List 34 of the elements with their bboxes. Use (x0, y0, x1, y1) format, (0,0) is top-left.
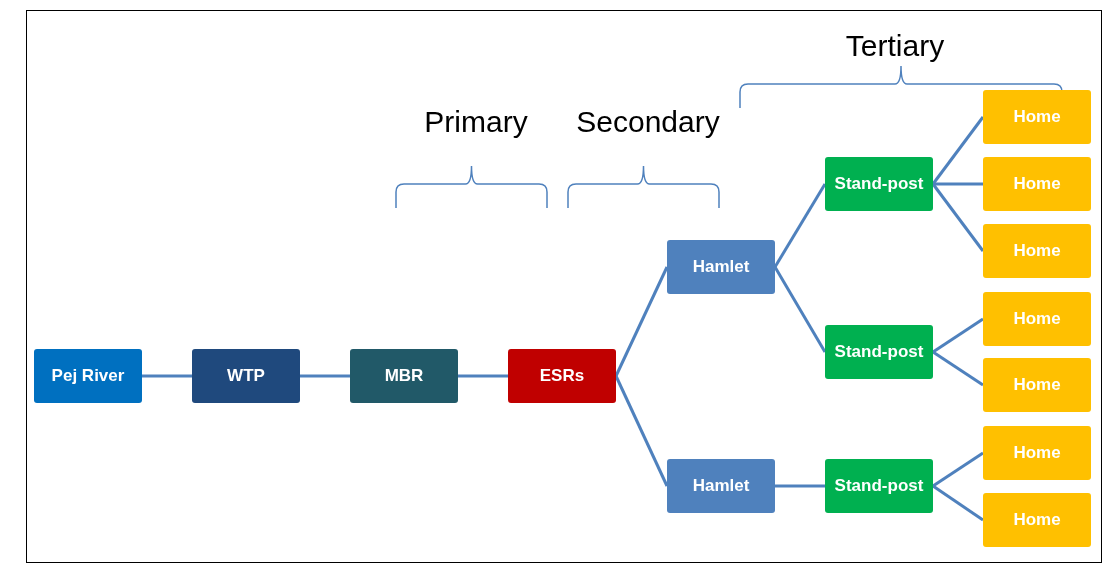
connector-line (614, 266, 669, 377)
tier-label: Secondary (576, 104, 720, 140)
process-box: Home (983, 493, 1091, 547)
connector-line (458, 374, 508, 378)
tier-label: Tertiary (845, 28, 945, 64)
connector-line (773, 266, 827, 353)
connector-line (775, 484, 825, 488)
process-box: Hamlet (667, 240, 775, 294)
connector-line (931, 116, 985, 185)
connector-line (142, 374, 192, 378)
process-box: Home (983, 90, 1091, 144)
connector-line (614, 375, 669, 487)
process-box: Home (983, 224, 1091, 278)
process-box: Pej River (34, 349, 142, 403)
process-box: MBR (350, 349, 458, 403)
connector-line (932, 317, 984, 354)
connector-line (932, 350, 984, 387)
process-box: Home (983, 358, 1091, 412)
connector-line (773, 183, 827, 268)
process-box: ESRs (508, 349, 616, 403)
process-box: Stand-post (825, 325, 933, 379)
connector-line (932, 484, 984, 522)
process-box: Stand-post (825, 459, 933, 513)
process-box: Home (983, 292, 1091, 346)
process-box: Home (983, 157, 1091, 211)
process-box: WTP (192, 349, 300, 403)
connector-line (933, 182, 983, 186)
connector-line (300, 374, 350, 378)
process-box: Hamlet (667, 459, 775, 513)
connector-line (931, 183, 985, 252)
tier-label: Primary (424, 104, 528, 140)
process-box: Home (983, 426, 1091, 480)
connector-line (932, 451, 984, 488)
process-box: Stand-post (825, 157, 933, 211)
